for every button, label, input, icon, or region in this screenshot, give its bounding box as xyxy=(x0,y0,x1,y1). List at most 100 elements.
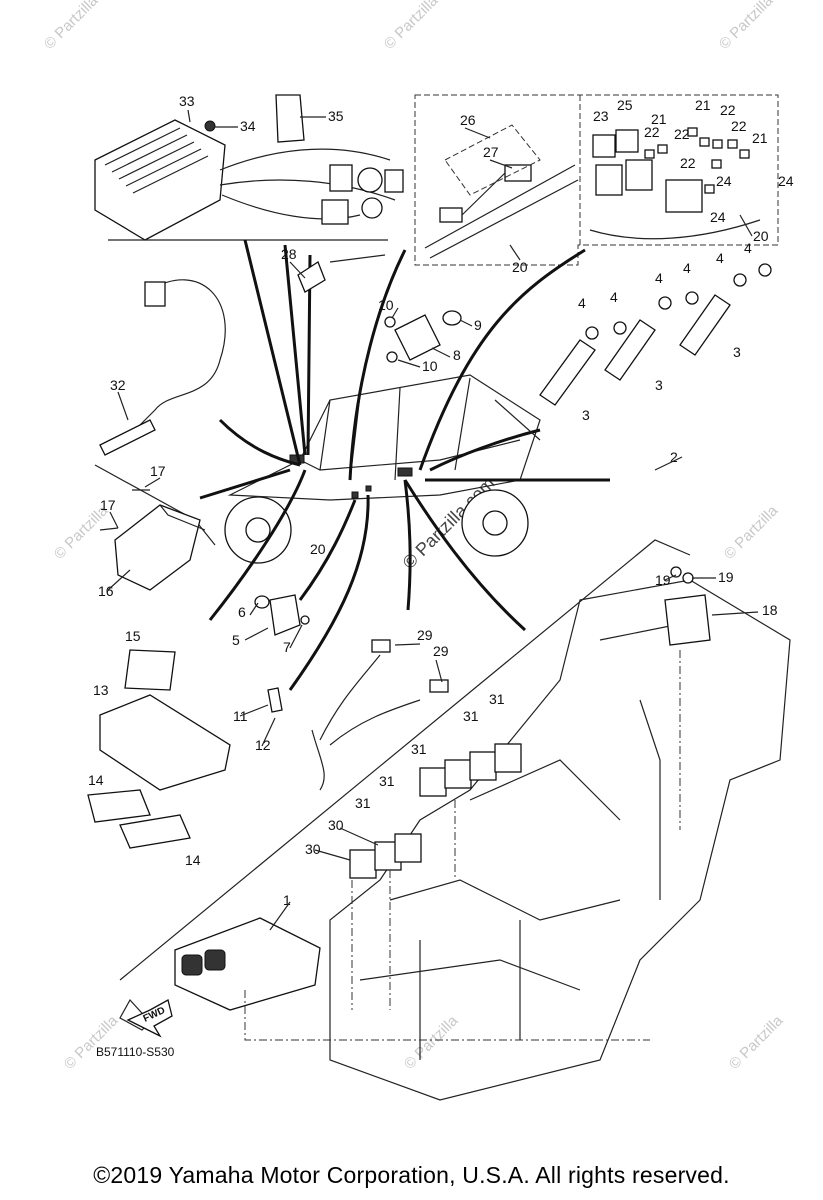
pad-14 xyxy=(119,814,191,849)
reference-code: B571110-S530 xyxy=(96,1045,175,1059)
callout: 31 xyxy=(411,741,427,757)
callout: 33 xyxy=(179,93,195,109)
callout: 28 xyxy=(281,246,297,262)
frame xyxy=(329,579,791,1101)
callout: 27 xyxy=(483,144,499,160)
callout: 30 xyxy=(305,841,321,857)
callout: 29 xyxy=(433,643,449,659)
watermark: © Partzilla xyxy=(716,0,777,53)
relay-23 xyxy=(592,134,616,158)
pad-14 xyxy=(87,789,151,823)
watermark: © Partzilla xyxy=(721,502,782,563)
callout: 3 xyxy=(582,407,590,423)
callout: 32 xyxy=(110,377,126,393)
callout: 34 xyxy=(240,118,256,134)
callout: 17 xyxy=(150,463,166,479)
callout: 31 xyxy=(489,691,505,707)
relay xyxy=(595,164,623,196)
callout: 2 xyxy=(670,449,678,465)
sensor-8 xyxy=(394,314,441,361)
callout: 24 xyxy=(778,173,794,189)
bolt-10 xyxy=(384,316,396,328)
o-ring-9 xyxy=(442,310,462,326)
connector xyxy=(361,197,383,219)
injector-3 xyxy=(604,319,656,381)
bolt-19 xyxy=(670,566,682,578)
callout: 17 xyxy=(100,497,116,513)
callout: 4 xyxy=(578,295,586,311)
callout: 20 xyxy=(512,259,528,275)
relay-31 xyxy=(469,751,497,781)
callout: 3 xyxy=(655,377,663,393)
battery-13 xyxy=(99,694,231,791)
callout: 10 xyxy=(422,358,438,374)
vehicle-illustration xyxy=(224,374,541,564)
callout: 26 xyxy=(460,112,476,128)
callout: 15 xyxy=(125,628,141,644)
callout-leaders xyxy=(107,109,759,931)
relay-18 xyxy=(664,594,711,646)
callout: 22 xyxy=(731,118,747,134)
callout-labels: 1 2 3 3 3 4 4 4 4 4 4 5 6 7 8 9 10 10 11… xyxy=(88,93,794,908)
relay-31 xyxy=(444,759,472,789)
sensor-11 xyxy=(267,687,283,713)
callout: 6 xyxy=(238,604,246,620)
callout: 22 xyxy=(680,155,696,171)
callout: 21 xyxy=(651,111,667,127)
callout: 1 xyxy=(283,892,291,908)
connector-29 xyxy=(429,679,449,693)
callout: 31 xyxy=(463,708,479,724)
callout: 19 xyxy=(655,572,671,588)
callout: 31 xyxy=(355,795,371,811)
bolt-4 xyxy=(733,273,747,287)
callout: 10 xyxy=(378,297,394,313)
callout: 4 xyxy=(655,270,663,286)
callout: 7 xyxy=(283,639,291,655)
callout: 31 xyxy=(379,773,395,789)
callout: 29 xyxy=(417,627,433,643)
ecu-1 xyxy=(174,917,321,1011)
connector-27 xyxy=(439,207,463,223)
sensor-8-group xyxy=(384,310,462,363)
watermark: © Partzilla xyxy=(401,1012,462,1073)
callout: 24 xyxy=(716,173,732,189)
callout: 16 xyxy=(98,583,114,599)
fwd-arrow xyxy=(126,999,173,1038)
bolt-4 xyxy=(758,263,772,277)
connector xyxy=(329,164,353,192)
sensor-32 xyxy=(99,419,156,456)
band-15 xyxy=(124,649,176,691)
callout: 4 xyxy=(744,240,752,256)
bolt-19 xyxy=(682,572,694,584)
leader-lines xyxy=(94,239,691,981)
bolt-4 xyxy=(658,296,672,310)
lower-left-parts xyxy=(87,594,310,849)
callout: 13 xyxy=(93,682,109,698)
connector xyxy=(321,199,349,225)
watermark: © Partzilla xyxy=(41,0,102,53)
bolt-4 xyxy=(613,321,627,335)
bolt-4 xyxy=(685,291,699,305)
callout: 5 xyxy=(232,632,240,648)
o-ring-6 xyxy=(254,595,270,609)
copyright-notice: ©2019 Yamaha Motor Corporation, U.S.A. A… xyxy=(93,1162,730,1188)
bolt-4 xyxy=(585,326,599,340)
bolt-34 xyxy=(204,120,216,132)
callout: 22 xyxy=(720,102,736,118)
callout: 20 xyxy=(310,541,326,557)
relay-30 xyxy=(349,849,377,879)
frame-group: FWD xyxy=(119,566,791,1101)
harness-29 xyxy=(311,639,449,791)
callout: 21 xyxy=(695,97,711,113)
bolt-10 xyxy=(386,351,398,363)
callout: 8 xyxy=(453,347,461,363)
callout: 19 xyxy=(718,569,734,585)
connector-29 xyxy=(371,639,391,653)
callout: 30 xyxy=(328,817,344,833)
left-parts xyxy=(99,254,386,591)
watermark: © Partzilla xyxy=(381,0,442,53)
relay-31 xyxy=(494,743,522,773)
connector xyxy=(144,281,166,307)
connector xyxy=(357,167,383,193)
callout: 22 xyxy=(674,126,690,142)
